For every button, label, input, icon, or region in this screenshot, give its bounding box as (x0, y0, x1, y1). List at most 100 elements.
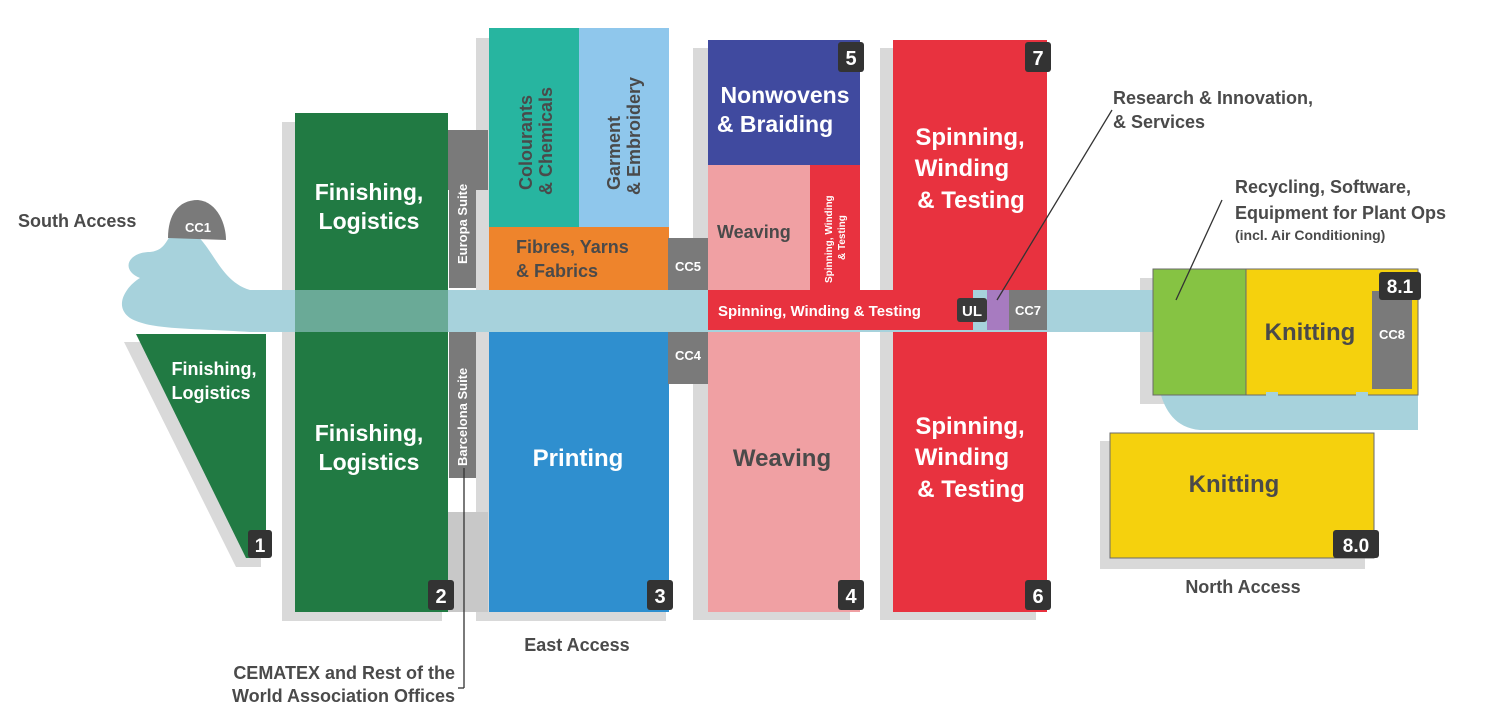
hall5-number-badge (838, 42, 864, 72)
ul-label: UL (962, 303, 982, 320)
suites: Europa Suite Barcelona Suite (449, 138, 476, 478)
hall1-number-badge (248, 530, 272, 558)
hall-3: Colourants & Chemicals Garment & Embroid… (489, 28, 673, 612)
hall2-upper-line1: Finishing, (315, 179, 424, 205)
hall6-number-badge (1025, 580, 1051, 610)
hall80-label: Knitting (1189, 471, 1280, 498)
north-access-label: North Access (1185, 577, 1300, 597)
hall1-number: 1 (255, 536, 266, 557)
cc5-building (668, 238, 708, 290)
hall4-weaving-upper: Weaving (717, 222, 791, 242)
research-leader-line (996, 109, 1113, 301)
walkway-legs (1266, 392, 1368, 418)
recycling-callout-line3: (incl. Air Conditioning) (1235, 227, 1385, 243)
hall7-label-line3: & Testing (917, 187, 1025, 214)
hall7-label-line1: Spinning, (915, 124, 1024, 151)
hall80-number-badge (1333, 530, 1379, 558)
hall-5: Nonwovens & Braiding 5 (708, 40, 864, 165)
hall6-number: 6 (1032, 586, 1043, 608)
hall5-label-line2: & Braiding (717, 111, 833, 137)
hall-6: Spinning, Winding & Testing 6 (893, 332, 1051, 612)
walkway-overlay (280, 290, 708, 332)
hall80-number: 8.0 (1343, 536, 1369, 557)
hall-8-1: Knitting CC8 8.1 (1152, 268, 1421, 396)
hall2-number-badge (428, 580, 454, 610)
hall81-number-badge (1379, 272, 1421, 300)
hall81-label: Knitting (1265, 319, 1356, 346)
printing-label: Printing (533, 445, 624, 472)
cc4-cc5: CC5 CC4 (668, 238, 708, 384)
research-area (987, 290, 1009, 330)
colourants-line1: Colourants (516, 95, 536, 190)
fibres-area (489, 227, 669, 290)
swt-small-area (810, 165, 860, 290)
europa-suite (449, 138, 476, 288)
hall3-number: 3 (654, 586, 665, 608)
hall5-label-line1: Nonwovens (720, 82, 849, 108)
recycling-callout-line1: Recycling, Software, (1235, 177, 1411, 197)
colourants-area (489, 28, 579, 228)
weaving-lower-area (708, 332, 860, 612)
colourants-line2: & Chemicals (536, 87, 556, 195)
cc1-label: CC1 (185, 220, 211, 235)
barcelona-suite (449, 332, 476, 478)
hall2-upper-line2: Logistics (319, 208, 420, 234)
hall6-label-line3: & Testing (917, 476, 1025, 503)
garment-area (579, 28, 669, 228)
hall6-label-line1: Spinning, (915, 413, 1024, 440)
research-callout-line1: Research & Innovation, (1113, 88, 1313, 108)
cc5-label: CC5 (675, 259, 701, 274)
east-access-label: East Access (524, 635, 629, 655)
research-callout-line2: & Services (1113, 112, 1205, 132)
cc4-label: CC4 (675, 348, 702, 363)
hall7-number-badge (1025, 42, 1051, 72)
europa-suite-label: Europa Suite (455, 184, 470, 264)
south-access-label: South Access (18, 211, 136, 231)
garment-line1: Garment (604, 116, 624, 190)
printing-area (489, 332, 669, 612)
hall4-number: 4 (845, 586, 857, 608)
fibres-line1: Fibres, Yarns (516, 237, 629, 257)
hall4-swt-small-line1: Spinning, Winding (824, 195, 835, 283)
hall1-label-line1: Finishing, (172, 359, 257, 379)
cc1-building: CC1 (168, 200, 226, 240)
hall-1: Finishing, Logistics 1 (136, 334, 272, 558)
corridor-swt-label: Spinning, Winding & Testing (718, 303, 921, 320)
hall6-label-line2: Winding (915, 444, 1009, 471)
corridor-swt: Spinning, Winding & Testing UL CC7 (708, 290, 1047, 330)
recycling-area (1152, 268, 1247, 396)
weaving-upper-area (708, 165, 812, 290)
hall7-label-line2: Winding (915, 155, 1009, 182)
callout-labels: Research & Innovation, & Services Recycl… (232, 88, 1446, 706)
barcelona-suite-label: Barcelona Suite (455, 368, 470, 466)
hall1-label-line2: Logistics (171, 383, 250, 403)
hall5-number: 5 (845, 48, 856, 70)
hall2-number: 2 (435, 586, 446, 608)
cematex-callout-line2: World Association Offices (232, 686, 455, 706)
ul-badge (957, 298, 987, 322)
cc8-building (1372, 291, 1412, 389)
hall-2: Finishing, Logistics Finishing, Logistic… (295, 113, 488, 612)
recycling-leader-line (1175, 199, 1223, 301)
hall2-lower-line1: Finishing, (315, 420, 424, 446)
hall4-swt-small-line2: & Testing (837, 215, 848, 260)
hall3-number-badge (647, 580, 673, 610)
hall-4: Weaving Spinning, Winding & Testing Weav… (708, 165, 864, 612)
cc4-building (668, 332, 708, 384)
cc7-label: CC7 (1015, 303, 1041, 318)
fibres-line2: & Fabrics (516, 261, 598, 281)
hall4-number-badge (838, 580, 864, 610)
hall2-lower-line2: Logistics (319, 449, 420, 475)
hall81-number: 8.1 (1387, 277, 1414, 298)
hall4-weaving-lower: Weaving (733, 445, 831, 472)
recycling-callout-line2: Equipment for Plant Ops (1235, 203, 1446, 223)
hall-8-0: Knitting 8.0 (1109, 432, 1379, 559)
hall7-number: 7 (1032, 48, 1043, 70)
cc8-label: CC8 (1379, 327, 1405, 342)
hall-7: Spinning, Winding & Testing 7 (893, 40, 1051, 290)
access-labels: South Access East Access North Access (18, 211, 1301, 655)
cematex-callout-line1: CEMATEX and Rest of the (233, 663, 455, 683)
garment-line2: & Embroidery (624, 77, 644, 195)
cc7-building (1009, 290, 1047, 330)
